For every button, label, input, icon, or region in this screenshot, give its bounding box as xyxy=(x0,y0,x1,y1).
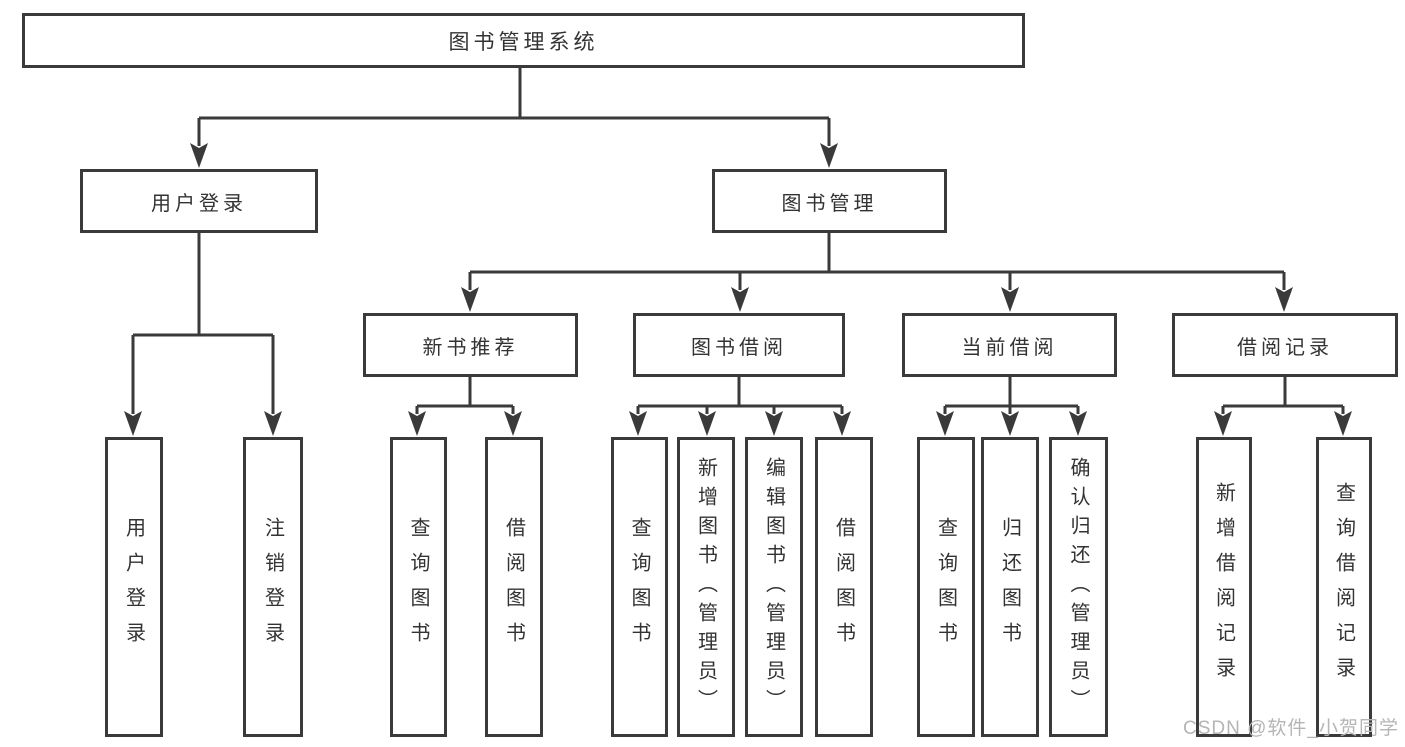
node-add-borrow-record: 新增借阅记录 xyxy=(1196,437,1252,737)
node-recommend-query-books: 查询图书 xyxy=(390,437,447,737)
node-logout: 注销登录 xyxy=(243,437,303,737)
node-current-query-books: 查询图书 xyxy=(917,437,975,737)
node-book-management-branch: 图书管理 xyxy=(712,169,947,233)
node-book-borrowing: 图书借阅 xyxy=(633,313,845,377)
node-edit-book-admin: 编辑图书（管理员） xyxy=(745,437,803,737)
node-current-borrowing: 当前借阅 xyxy=(902,313,1117,377)
node-recommend-borrow-books: 借阅图书 xyxy=(485,437,543,737)
node-library-system: 图书管理系统 xyxy=(22,13,1025,68)
node-borrowing-borrow-books: 借阅图书 xyxy=(815,437,873,737)
node-confirm-return-admin: 确认归还（管理员） xyxy=(1049,437,1108,737)
node-add-book-admin: 新增图书（管理员） xyxy=(677,437,735,737)
csdn-watermark: CSDN @软件_小贺同学 xyxy=(1183,718,1399,739)
node-user-login-branch: 用户登录 xyxy=(80,169,318,233)
node-query-borrow-record: 查询借阅记录 xyxy=(1316,437,1372,737)
node-borrowing-query-books: 查询图书 xyxy=(611,437,668,737)
node-login: 用户登录 xyxy=(105,437,163,737)
node-borrowing-records: 借阅记录 xyxy=(1172,313,1398,377)
node-return-books: 归还图书 xyxy=(981,437,1039,737)
node-new-book-recommend: 新书推荐 xyxy=(363,313,578,377)
